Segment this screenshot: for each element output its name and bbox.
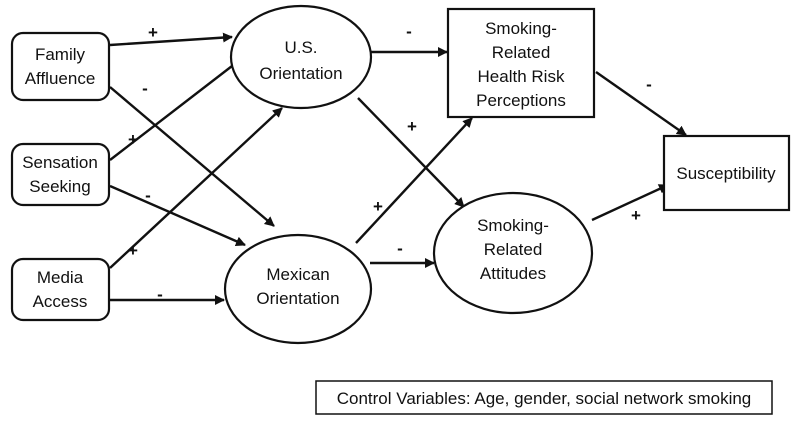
mexican-orientation-label-line2: Orientation — [256, 289, 339, 308]
us-orientation-label-line2: Orientation — [259, 64, 342, 83]
sensation-seeking-label-line1: Sensation — [22, 153, 98, 172]
health-risk-label-line3: Health Risk — [478, 67, 565, 86]
sign-mexican-orientation-to-health-risk: + — [373, 197, 383, 216]
mexican-orientation-label-line1: Mexican — [266, 265, 329, 284]
health-risk-label-line2: Related — [492, 43, 551, 62]
node-susceptibility: Susceptibility — [662, 134, 791, 212]
sign-attitudes-to-susceptibility: + — [631, 206, 641, 225]
node-smoking-attitudes: Smoking- Related Attitudes — [432, 191, 594, 315]
sign-family-affluence-to-mexican-orientation: - — [142, 79, 148, 98]
family-affluence-label-line2: Affluence — [25, 69, 96, 88]
node-media-access: Media Access — [10, 257, 111, 322]
health-risk-label-line1: Smoking- — [485, 19, 557, 38]
sign-family-affluence-to-us-orientation: + — [148, 23, 158, 42]
control-variables-text: Control Variables: Age, gender, social n… — [337, 389, 752, 408]
arrow-family-affluence-to-us-orientation — [109, 32, 233, 47]
attitudes-label-line2: Related — [484, 240, 543, 259]
node-family-affluence: Family Affluence — [10, 31, 111, 102]
sign-media-access-to-mexican-orientation: - — [157, 285, 163, 304]
sign-media-access-to-us-orientation: + — [128, 241, 138, 260]
sign-mexican-orientation-to-attitudes: - — [397, 239, 403, 258]
sign-sensation-seeking-to-us-orientation: + — [128, 130, 138, 149]
sign-us-orientation-to-health-risk: - — [406, 22, 412, 41]
node-us-orientation: U.S. Orientation — [229, 4, 373, 110]
sign-us-orientation-to-attitudes: + — [407, 117, 417, 136]
node-mexican-orientation: Mexican Orientation — [223, 233, 373, 345]
arrow-media-access-to-us-orientation — [109, 107, 283, 269]
control-variables-box: Control Variables: Age, gender, social n… — [315, 380, 773, 415]
media-access-label-line1: Media — [37, 268, 84, 287]
node-health-risk-perceptions: Smoking- Related Health Risk Perceptions — [446, 7, 596, 119]
us-orientation-label-line1: U.S. — [284, 38, 317, 57]
sensation-seeking-label-line2: Seeking — [29, 177, 90, 196]
arrow-mexican-orientation-to-health-risk — [355, 117, 473, 244]
sign-sensation-seeking-to-mexican-orientation: - — [145, 186, 151, 205]
arrow-attitudes-to-susceptibility — [591, 183, 669, 222]
arrow-sensation-seeking-to-mexican-orientation — [109, 184, 246, 247]
susceptibility-label: Susceptibility — [676, 164, 776, 183]
arrow-us-orientation-to-attitudes — [357, 97, 465, 208]
arrow-family-affluence-to-mexican-orientation — [109, 86, 275, 227]
sign-health-risk-to-susceptibility: - — [646, 75, 652, 94]
arrow-health-risk-to-susceptibility — [595, 71, 687, 136]
attitudes-label-line3: Attitudes — [480, 264, 546, 283]
node-sensation-seeking: Sensation Seeking — [10, 142, 111, 207]
media-access-label-line2: Access — [33, 292, 88, 311]
family-affluence-label-line1: Family — [35, 45, 86, 64]
arrow-sensation-seeking-to-us-orientation — [109, 55, 246, 161]
attitudes-label-line1: Smoking- — [477, 216, 549, 235]
health-risk-label-line4: Perceptions — [476, 91, 566, 110]
